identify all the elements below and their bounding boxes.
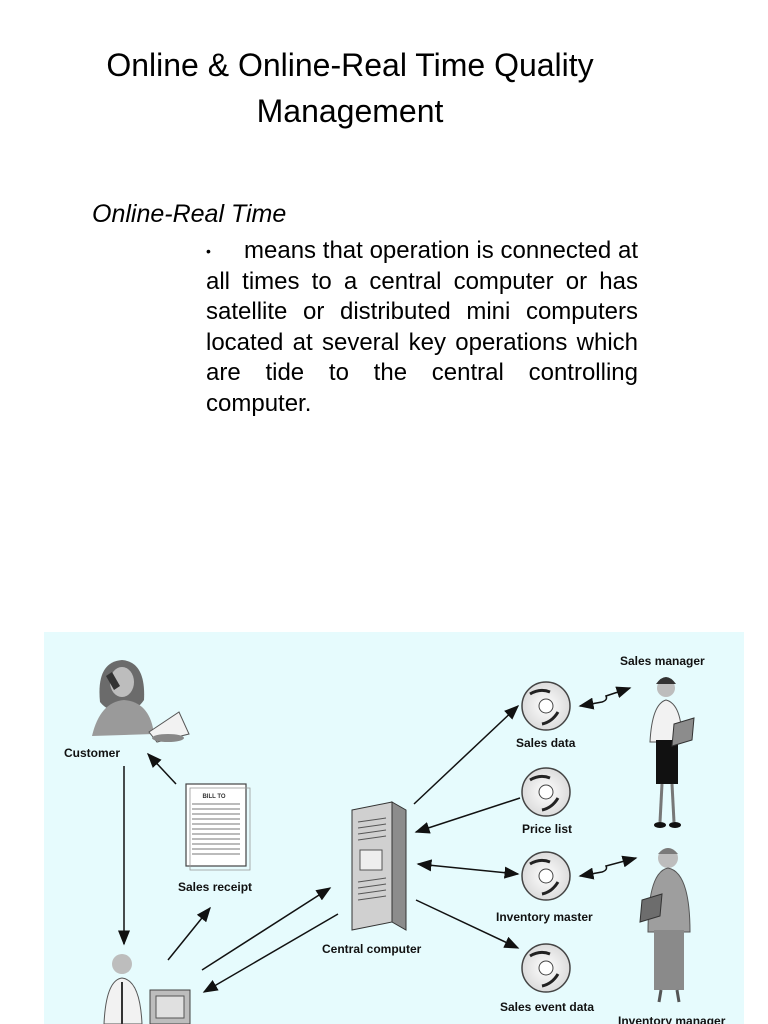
label-inventory-manager: Inventory manager — [618, 1014, 726, 1024]
sales-receipt-icon — [185, 783, 251, 871]
sales-data-disc-icon — [521, 681, 571, 731]
bullet-paragraph: •means that operation is connected at al… — [206, 236, 638, 419]
label-customer: Customer — [64, 746, 121, 760]
label-central-computer: Central computer — [322, 942, 422, 956]
terminal-icon — [149, 989, 191, 1024]
diagram-arrows — [118, 686, 638, 993]
slide-subtitle: Online-Real Time — [92, 200, 287, 228]
sales-manager-figure — [649, 677, 695, 828]
bullet-text: means that operation is connected at all… — [206, 237, 638, 417]
customer-figure — [92, 660, 190, 743]
label-sales-event-data: Sales event data — [500, 1000, 595, 1014]
diagram-drawing: BILL TO — [92, 660, 695, 1024]
system-diagram: BILL TO Customer Sales receipt Central c… — [44, 632, 744, 1024]
label-inventory-master: Inventory master — [496, 910, 593, 924]
central-computer-icon — [351, 801, 407, 931]
clerk-figure — [103, 954, 143, 1024]
label-price-list: Price list — [522, 822, 573, 836]
sales-event-data-disc-icon — [521, 943, 571, 993]
label-sales-data: Sales data — [516, 736, 576, 750]
label-sales-manager: Sales manager — [620, 654, 705, 668]
inventory-manager-figure — [639, 848, 691, 1003]
inventory-master-disc-icon — [521, 851, 571, 901]
receipt-header: BILL TO — [202, 794, 225, 800]
price-list-disc-icon — [521, 767, 571, 817]
label-sales-receipt: Sales receipt — [178, 880, 253, 894]
bullet-icon: • — [206, 243, 211, 260]
slide-title: Online & Online-Real Time Quality Manage… — [106, 47, 594, 129]
